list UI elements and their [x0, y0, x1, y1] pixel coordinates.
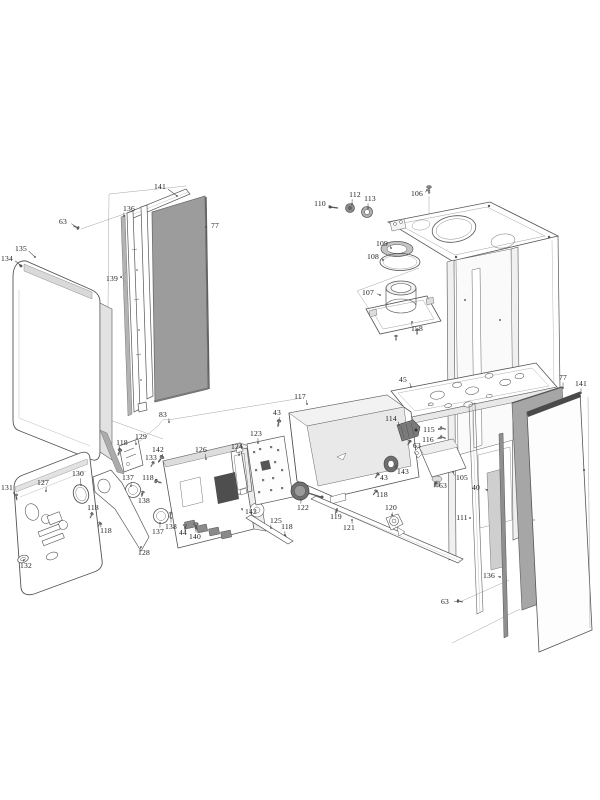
side-bracket-128 — [92, 469, 150, 552]
flue-gasket-108 — [379, 253, 421, 271]
flue-adapter-107 — [365, 280, 442, 342]
right-side-panels — [468, 386, 593, 653]
trim-bars — [245, 495, 464, 564]
knob-122 — [290, 481, 324, 501]
bottom-tray — [390, 362, 560, 424]
front-fascia-group — [13, 451, 150, 596]
pcb-123 — [246, 435, 294, 506]
gas-components — [72, 223, 467, 604]
display-lens-130 — [72, 484, 90, 504]
left-frame-assembly — [120, 188, 191, 417]
grommet-143 — [383, 455, 399, 473]
pcb-holder-124 — [230, 445, 253, 496]
callout-leader-lines — [13, 188, 582, 602]
knobs-and-fasteners — [125, 481, 340, 542]
left-insulation-panel — [151, 195, 210, 403]
side-case-panel-141-right — [526, 391, 593, 653]
fascia-127 — [13, 451, 103, 596]
flue-components — [328, 185, 442, 342]
mounting-bracket-129 — [118, 438, 144, 473]
control-board-assembly — [115, 435, 294, 549]
knob-137-lower — [153, 508, 169, 524]
front-door-panel — [12, 260, 125, 475]
seal-strip-136-right — [498, 432, 509, 639]
trim-bar-121 — [310, 495, 464, 564]
valve-elbow-114 — [396, 419, 421, 442]
side-rail-111 — [468, 402, 484, 615]
trim-bar-125 — [245, 514, 294, 545]
clip-120 — [385, 513, 406, 537]
